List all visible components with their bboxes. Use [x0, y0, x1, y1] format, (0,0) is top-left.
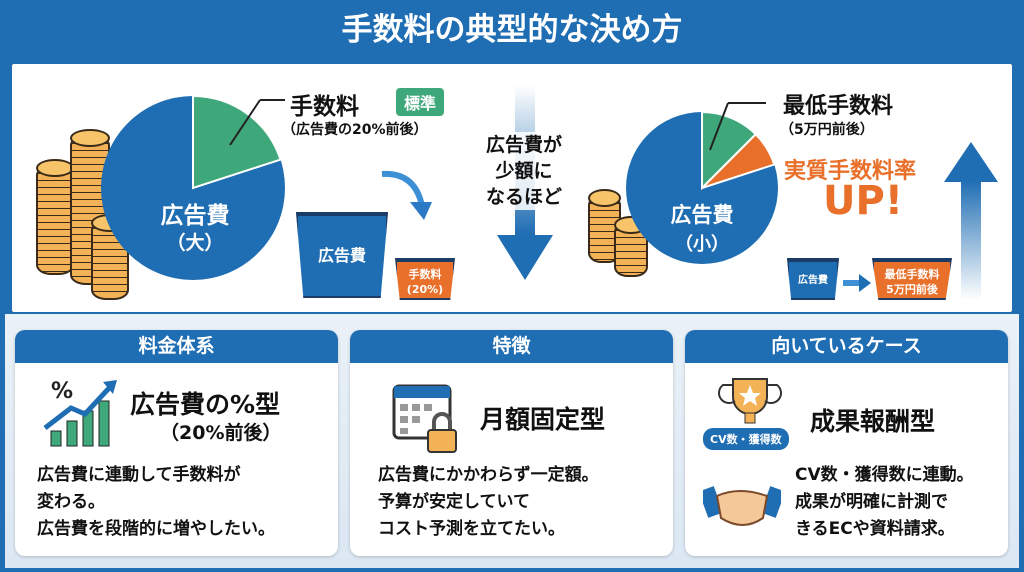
card-text: CV数・獲得数に連動。 成果が明確に計測で きるECや資料請求。 — [795, 465, 974, 539]
effective-rate-label: 実質手数料率 — [784, 159, 917, 184]
card-header: 料金体系 — [15, 330, 338, 363]
min-fee-bucket-amount: 5万円前後 — [886, 283, 938, 296]
card-suitable-cases: 向いているケース CV数・獲得数 成果報酬型 CV数・獲得数に連動。 成果が明確… — [685, 330, 1008, 556]
card-title: 成果報酬型 — [810, 407, 936, 436]
pie-slice-effective-rate — [701, 132, 776, 189]
middle-caption: 広告費が少額になるほど — [464, 132, 584, 210]
handshake-icon — [703, 486, 781, 526]
card-title: 広告費の%型 — [130, 390, 281, 419]
card-header: 特徴 — [350, 330, 673, 363]
percent-glyph: % — [51, 379, 73, 404]
pie-slice-min-fee — [701, 110, 758, 191]
ad-spend-bucket-small: 広告費 — [787, 258, 839, 300]
card-subtitle: （20%前後） — [160, 422, 282, 444]
curved-arrow-icon — [381, 170, 432, 220]
fee-sub: （広告費の20%前後） — [282, 122, 428, 138]
pie-center-sub: （小） — [675, 234, 729, 255]
standard-badge: 標準 — [396, 88, 445, 116]
caption-line: 少額に — [495, 160, 553, 182]
card-pricing-model: 料金体系 % 広告費の%型 （20%前後） 広告費に連動して手数料が 変わる。 … — [15, 330, 338, 556]
card-text: 広告費に連動して手数料が 変わる。 広告費を段階的に増やしたい。 — [37, 465, 275, 539]
pie-slice-fee — [192, 95, 282, 190]
min-fee-bucket: 最低手数料 5万円前後 — [872, 258, 952, 300]
pie-chart-small — [626, 110, 778, 264]
up-arrow-icon — [944, 142, 998, 300]
pie-center-sub: （大） — [166, 232, 224, 254]
right-arrow-icon — [843, 274, 871, 292]
min-fee-bucket-label: 最低手数料 — [884, 268, 940, 281]
card-text: 広告費にかかわらず一定額。 予算が安定していて コスト予測を立てたい。 — [378, 465, 599, 539]
card-header: 向いているケース — [685, 330, 1008, 363]
fee-bucket-label: 手数料 — [408, 268, 442, 281]
fee-bucket: 手数料 (20%) — [395, 258, 455, 300]
caption-line: なるほど — [485, 186, 562, 208]
card-features: 特徴 月額固定型 広告費にかかわらず一定額。 予算が安定していて コスト予測を立… — [350, 330, 673, 556]
page-title: 手数料の典型的な決め方 — [341, 12, 683, 48]
pie-center-label: 広告費 — [160, 203, 230, 229]
caption-line: 広告費が — [485, 134, 562, 156]
pie-center-label: 広告費 — [670, 203, 734, 227]
percent-growth-icon: % — [43, 379, 117, 447]
fee-bucket-percent: (20%) — [406, 283, 444, 296]
card-title: 月額固定型 — [480, 405, 606, 434]
pie-chart-large — [101, 95, 285, 280]
min-fee-sub: （5万円前後） — [780, 122, 874, 138]
calendar-lock-icon — [392, 384, 457, 453]
fee-label: 手数料 — [290, 94, 359, 120]
ad-spend-bucket: 広告費 — [296, 212, 388, 298]
min-fee-label: 最低手数料 — [783, 94, 894, 119]
cv-badge: CV数・獲得数 — [703, 428, 789, 450]
leader-line — [709, 102, 766, 151]
trophy-icon — [718, 378, 782, 424]
up-label: UP! — [823, 178, 904, 224]
